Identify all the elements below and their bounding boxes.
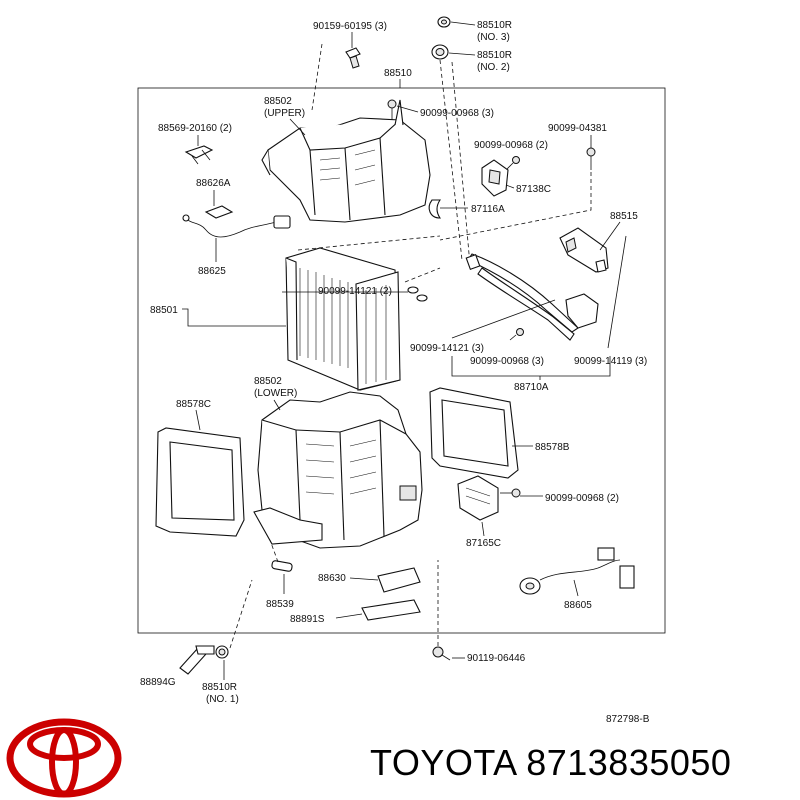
grommet-88510r-no2 <box>431 44 449 60</box>
label-88502-upper-sub: (UPPER) <box>264 108 305 119</box>
part-88630 <box>377 567 421 593</box>
label-88578c: 88578C <box>176 399 211 410</box>
label-88626a: 88626A <box>196 178 231 189</box>
label-88569-20160: 88569-20160 (2) <box>158 123 232 134</box>
label-88539: 88539 <box>266 599 294 610</box>
grommet-88510r-no3 <box>437 16 451 28</box>
label-88502-lower-sub: (LOWER) <box>254 388 297 399</box>
label-88501: 88501 <box>150 305 178 316</box>
label-88510: 88510 <box>384 68 412 79</box>
frame-88578b <box>429 387 519 479</box>
grommet-88510r-no1 <box>215 645 229 659</box>
label-88510r-no3-sub: (NO. 3) <box>477 32 510 43</box>
harness-88605 <box>519 547 635 595</box>
upper-case-88502 <box>261 99 431 223</box>
expansion-valve-88515 <box>559 227 609 273</box>
label-88510r-no1-sub: (NO. 1) <box>206 694 239 705</box>
bracket-88891s <box>361 599 421 621</box>
label-90099-14119: 90099-14119 (3) <box>574 356 647 367</box>
label-88578b: 88578B <box>535 442 570 453</box>
diagram-code: 872798-B <box>606 714 650 725</box>
screw-90099-00968-mid <box>505 156 520 171</box>
label-90099-00968-3b: 90099-00968 (3) <box>470 356 544 367</box>
sensor-88539 <box>271 560 293 572</box>
clamp-87116a <box>428 199 442 219</box>
label-88502-upper: 88502 <box>264 96 292 107</box>
label-90119-06446: 90119-06446 <box>467 653 526 664</box>
label-90099-14121-3: 90099-14121 (3) <box>410 343 484 354</box>
screw-90099-04381 <box>586 147 596 170</box>
label-90099-00968-2b: 90099-00968 (2) <box>545 493 619 504</box>
label-90099-00968-3: 90099-00968 (3) <box>420 108 494 119</box>
screw-90099-00968-top <box>387 99 397 120</box>
pipe-88710a <box>465 253 599 341</box>
label-90099-00968-2a: 90099-00968 (2) <box>474 140 548 151</box>
label-87116a: 87116A <box>471 204 505 215</box>
part-number: 8713835050 <box>526 742 732 783</box>
label-88510r-no2-sub: (NO. 2) <box>477 62 510 73</box>
label-88625: 88625 <box>198 266 226 277</box>
clip-88569 <box>184 145 214 165</box>
label-88894g: 88894G <box>140 677 176 688</box>
label-88515: 88515 <box>610 211 638 222</box>
label-88891s: 88891S <box>290 614 325 625</box>
label-87165c: 87165C <box>466 538 501 549</box>
screw-90099-00968-pipe <box>509 328 524 341</box>
label-88710a: 88710A <box>514 382 549 393</box>
toyota-logo-icon <box>6 718 122 798</box>
brand-name: TOYOTA <box>370 742 516 783</box>
label-88605: 88605 <box>564 600 592 611</box>
label-88510r-no2: 88510R <box>477 50 512 61</box>
screw-90099-00968-lower <box>500 488 521 498</box>
label-90099-14121-2: 90099-14121 (2) <box>318 286 392 297</box>
clip-88626a <box>204 205 234 219</box>
label-90159-60195: 90159-60195 (3) <box>313 21 387 32</box>
evaporator-88501 <box>285 247 428 391</box>
label-87138c: 87138C <box>516 184 551 195</box>
screw-90119-06446 <box>432 646 451 661</box>
thermistor-88625 <box>182 214 291 238</box>
bolt-90159 <box>345 47 361 69</box>
lower-case-88502 <box>253 391 423 549</box>
resistor-87165c <box>457 475 499 521</box>
brand-title: TOYOTA 8713835050 <box>370 742 731 784</box>
label-88510r-no1: 88510R <box>202 682 237 693</box>
label-90099-04381: 90099-04381 <box>548 123 607 134</box>
label-88510r-no3: 88510R <box>477 20 512 31</box>
hose-88894g <box>179 645 215 675</box>
label-88502-lower: 88502 <box>254 376 282 387</box>
label-88630: 88630 <box>318 573 346 584</box>
bracket-87138c <box>481 159 509 197</box>
frame-88578c <box>155 427 245 537</box>
assembly-frame <box>137 87 666 634</box>
